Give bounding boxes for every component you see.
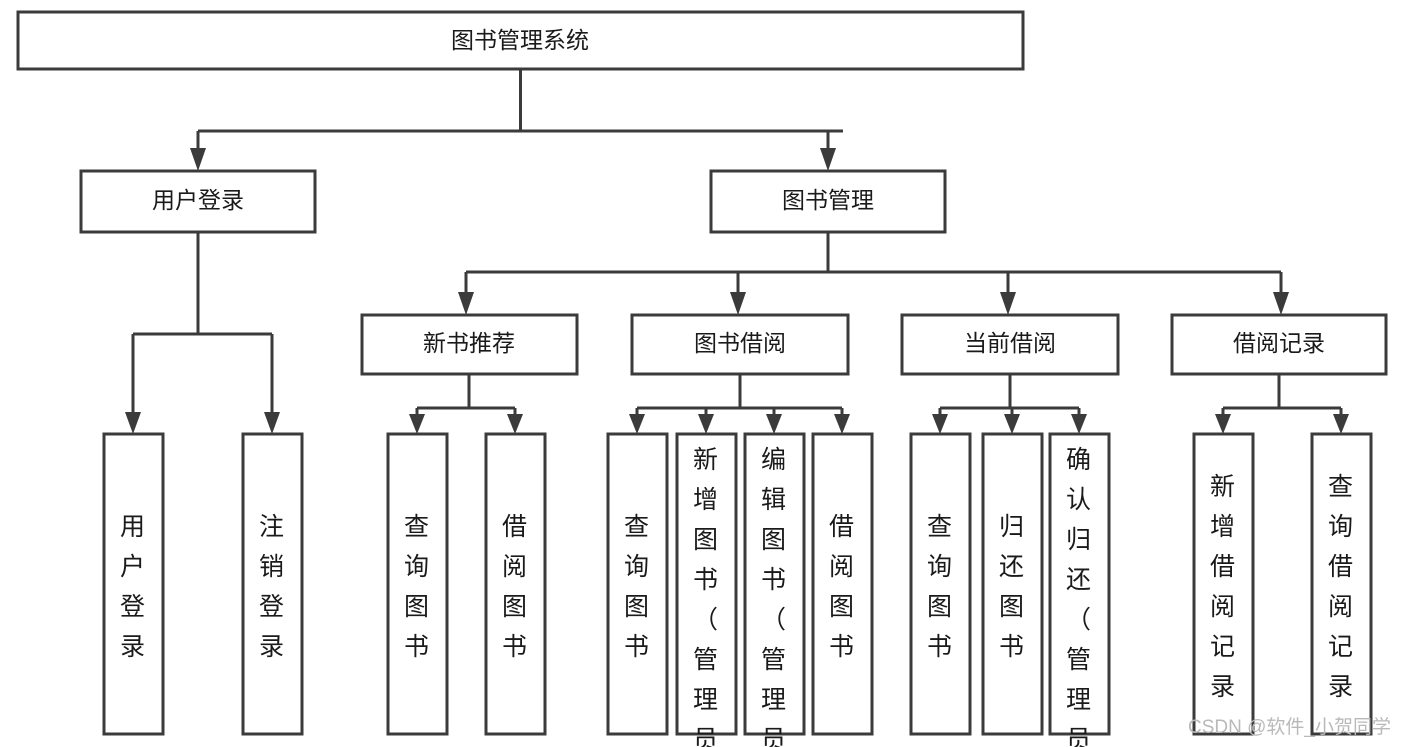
arrow-head-book-management bbox=[820, 148, 836, 171]
node-user-login[interactable]: 用户登录 bbox=[79, 169, 317, 234]
node-leaf-query-book-2[interactable]: 查询图书 bbox=[606, 432, 669, 736]
node-leaf-user-login-label: 用户登录 bbox=[120, 513, 147, 661]
node-leaf-add-book-label: 新增图书（管理员） bbox=[693, 446, 720, 747]
node-leaf-query-book-2-label: 查询图书 bbox=[624, 513, 651, 661]
node-leaf-query-record[interactable]: 查询借阅记录 bbox=[1310, 432, 1373, 736]
node-leaf-query-record-box bbox=[1310, 432, 1373, 736]
node-leaf-query-book-3-box bbox=[909, 432, 972, 736]
arrow-head-user-login bbox=[190, 148, 206, 171]
node-leaf-query-book-1[interactable]: 查询图书 bbox=[386, 432, 449, 736]
node-leaf-edit-book-box bbox=[743, 432, 806, 736]
node-leaf-query-book-1-box bbox=[386, 432, 449, 736]
arrow-head-leaf-add-book bbox=[698, 414, 714, 434]
arrow-head-leaf-query-book-2 bbox=[629, 414, 645, 434]
arrow-head-book-borrow bbox=[730, 292, 746, 315]
node-leaf-query-book-3[interactable]: 查询图书 bbox=[909, 432, 972, 736]
arrow-head-leaf-user-logout bbox=[264, 412, 280, 434]
arrow-head-leaf-borrow-book-1 bbox=[507, 414, 523, 434]
node-leaf-confirm-return[interactable]: 确认归还（管理员） bbox=[1048, 432, 1111, 747]
node-book-management[interactable]: 图书管理 bbox=[709, 169, 947, 234]
arrow-head-leaf-edit-book bbox=[766, 414, 782, 434]
node-book-management-label: 图书管理 bbox=[782, 187, 874, 213]
node-leaf-edit-book[interactable]: 编辑图书（管理员） bbox=[743, 432, 806, 747]
node-current-borrow-box bbox=[900, 313, 1120, 376]
arrow-head-leaf-borrow-book-2 bbox=[834, 414, 850, 434]
node-leaf-borrow-book-1-box bbox=[484, 432, 547, 736]
node-leaf-confirm-return-label: 确认归还（管理员） bbox=[1066, 446, 1093, 747]
node-borrow-records[interactable]: 借阅记录 bbox=[1170, 313, 1388, 376]
node-leaf-return-book-label: 归还图书 bbox=[999, 513, 1026, 661]
arrow-head-new-book-recommend bbox=[458, 292, 474, 315]
node-book-borrow-label: 图书借阅 bbox=[694, 330, 786, 356]
node-leaf-query-record-label: 查询借阅记录 bbox=[1328, 473, 1355, 701]
node-leaf-user-logout-label: 注销登录 bbox=[259, 513, 286, 661]
leaf-layer: 用户登录 注销登录 查询图书 借阅图书 查询图书 新增图书（管理员） 编辑图书（管理员） 借阅… bbox=[102, 432, 1373, 747]
arrow-head-leaf-query-book-1 bbox=[409, 414, 425, 434]
node-root[interactable]: 图书管理系统 bbox=[16, 10, 1025, 71]
arrow-head-leaf-query-record bbox=[1333, 414, 1349, 434]
node-leaf-add-book-box bbox=[675, 432, 738, 736]
node-leaf-query-book-3-label: 查询图书 bbox=[927, 513, 954, 661]
node-leaf-edit-book-label: 编辑图书（管理员） bbox=[761, 446, 788, 747]
node-leaf-add-record-label: 新增借阅记录 bbox=[1210, 473, 1237, 701]
node-leaf-query-book-2-box bbox=[606, 432, 669, 736]
node-leaf-borrow-book-2-label: 借阅图书 bbox=[829, 513, 856, 661]
node-user-login-box bbox=[79, 169, 317, 234]
node-new-book-recommend[interactable]: 新书推荐 bbox=[360, 313, 579, 376]
node-leaf-return-book[interactable]: 归还图书 bbox=[981, 432, 1044, 736]
node-leaf-borrow-book-2-box bbox=[811, 432, 874, 736]
node-book-borrow[interactable]: 图书借阅 bbox=[630, 313, 850, 376]
node-new-book-recommend-box bbox=[360, 313, 579, 376]
node-leaf-query-book-1-label: 查询图书 bbox=[404, 513, 431, 661]
arrow-head-leaf-user-login bbox=[125, 412, 141, 434]
arrow-head-borrow-records bbox=[1273, 292, 1289, 315]
arrow-head-current-borrow bbox=[1000, 292, 1016, 315]
node-new-book-recommend-label: 新书推荐 bbox=[423, 330, 515, 356]
node-leaf-return-book-box bbox=[981, 432, 1044, 736]
node-book-management-box bbox=[709, 169, 947, 234]
arrow-head-leaf-add-record bbox=[1215, 414, 1231, 434]
node-leaf-add-record-box bbox=[1192, 432, 1255, 736]
node-leaf-add-book[interactable]: 新增图书（管理员） bbox=[675, 432, 738, 747]
node-user-login-label: 用户登录 bbox=[152, 187, 244, 213]
node-borrow-records-box bbox=[1170, 313, 1388, 376]
node-leaf-user-logout[interactable]: 注销登录 bbox=[241, 432, 304, 736]
node-leaf-borrow-book-2[interactable]: 借阅图书 bbox=[811, 432, 874, 736]
node-leaf-user-login[interactable]: 用户登录 bbox=[102, 432, 165, 736]
node-borrow-records-label: 借阅记录 bbox=[1233, 330, 1325, 356]
arrow-head-leaf-confirm-return bbox=[1071, 414, 1087, 434]
node-leaf-confirm-return-box bbox=[1048, 432, 1111, 736]
connector-layer bbox=[125, 69, 1349, 434]
node-book-borrow-box bbox=[630, 313, 850, 376]
node-leaf-user-login-box bbox=[102, 432, 165, 736]
node-leaf-add-record[interactable]: 新增借阅记录 bbox=[1192, 432, 1255, 736]
node-leaf-borrow-book-1-label: 借阅图书 bbox=[502, 513, 529, 661]
node-root-label: 图书管理系统 bbox=[451, 27, 589, 53]
node-root-box bbox=[16, 10, 1025, 71]
node-leaf-borrow-book-1[interactable]: 借阅图书 bbox=[484, 432, 547, 736]
node-leaf-user-logout-box bbox=[241, 432, 304, 736]
arrow-head-leaf-return-book bbox=[1004, 414, 1020, 434]
arrow-head-leaf-query-book-3 bbox=[932, 414, 948, 434]
node-current-borrow-label: 当前借阅 bbox=[964, 330, 1056, 356]
node-current-borrow[interactable]: 当前借阅 bbox=[900, 313, 1120, 376]
